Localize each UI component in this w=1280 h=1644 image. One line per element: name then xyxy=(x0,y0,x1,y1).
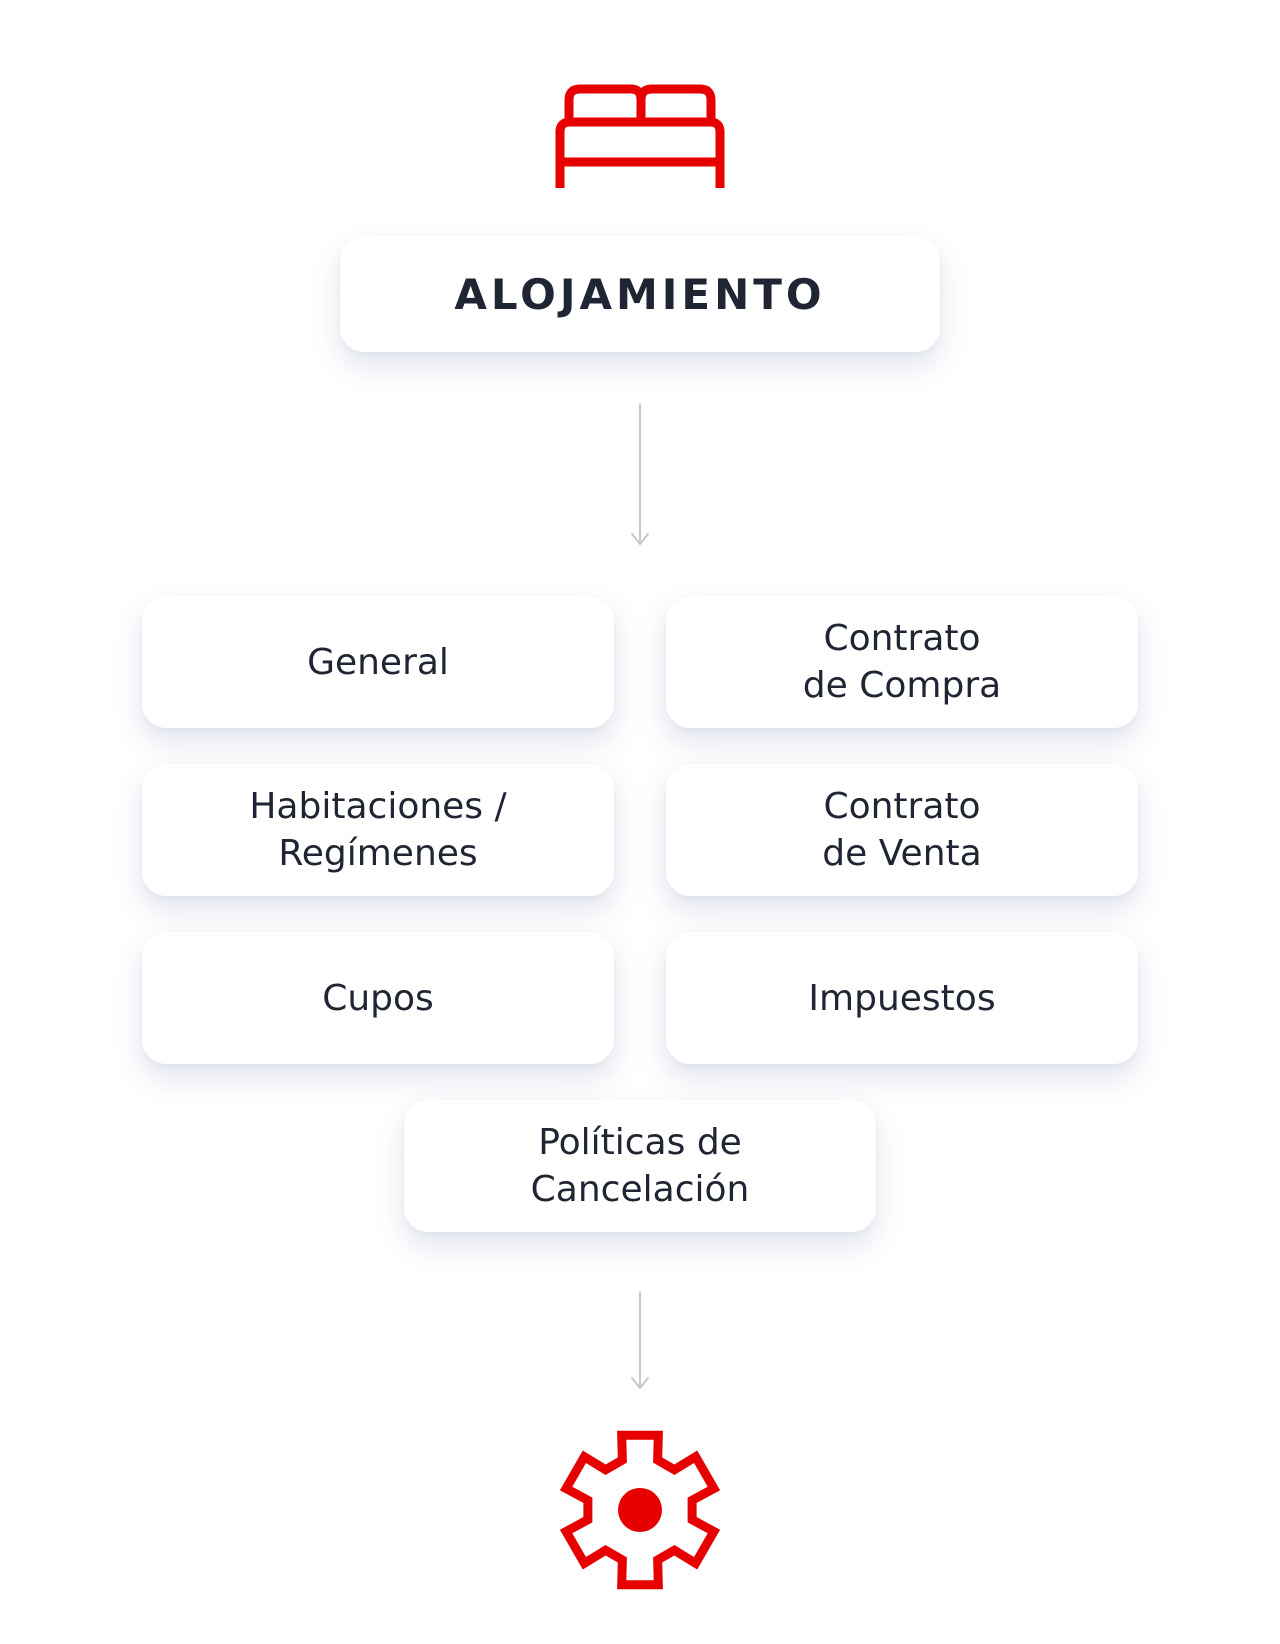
module-card-politicas-cancelacion: Políticas de Cancelación xyxy=(404,1100,876,1232)
down-arrow-icon xyxy=(631,1292,649,1389)
module-label: Impuestos xyxy=(808,977,996,1019)
bed-icon xyxy=(555,84,725,188)
module-card-contrato-venta: Contrato de Venta xyxy=(666,764,1138,896)
title-label: ALOJAMIENTO xyxy=(454,269,826,319)
title-card: ALOJAMIENTO xyxy=(340,236,940,352)
module-card-contrato-compra: Contrato de Compra xyxy=(666,596,1138,728)
module-label: General xyxy=(307,641,449,683)
module-card-habitaciones: Habitaciones / Regímenes xyxy=(142,764,614,896)
module-label: Políticas de Cancelación xyxy=(530,1122,750,1210)
module-label: Cupos xyxy=(322,977,434,1019)
module-label: Contrato de Compra xyxy=(802,618,1002,706)
gear-icon xyxy=(559,1430,721,1590)
module-card-cupos: Cupos xyxy=(142,932,614,1064)
module-card-general: General xyxy=(142,596,614,728)
down-arrow-icon xyxy=(631,404,649,545)
module-label: Contrato de Venta xyxy=(822,786,982,874)
module-card-impuestos: Impuestos xyxy=(666,932,1138,1064)
module-label: Habitaciones / Regímenes xyxy=(249,786,507,874)
